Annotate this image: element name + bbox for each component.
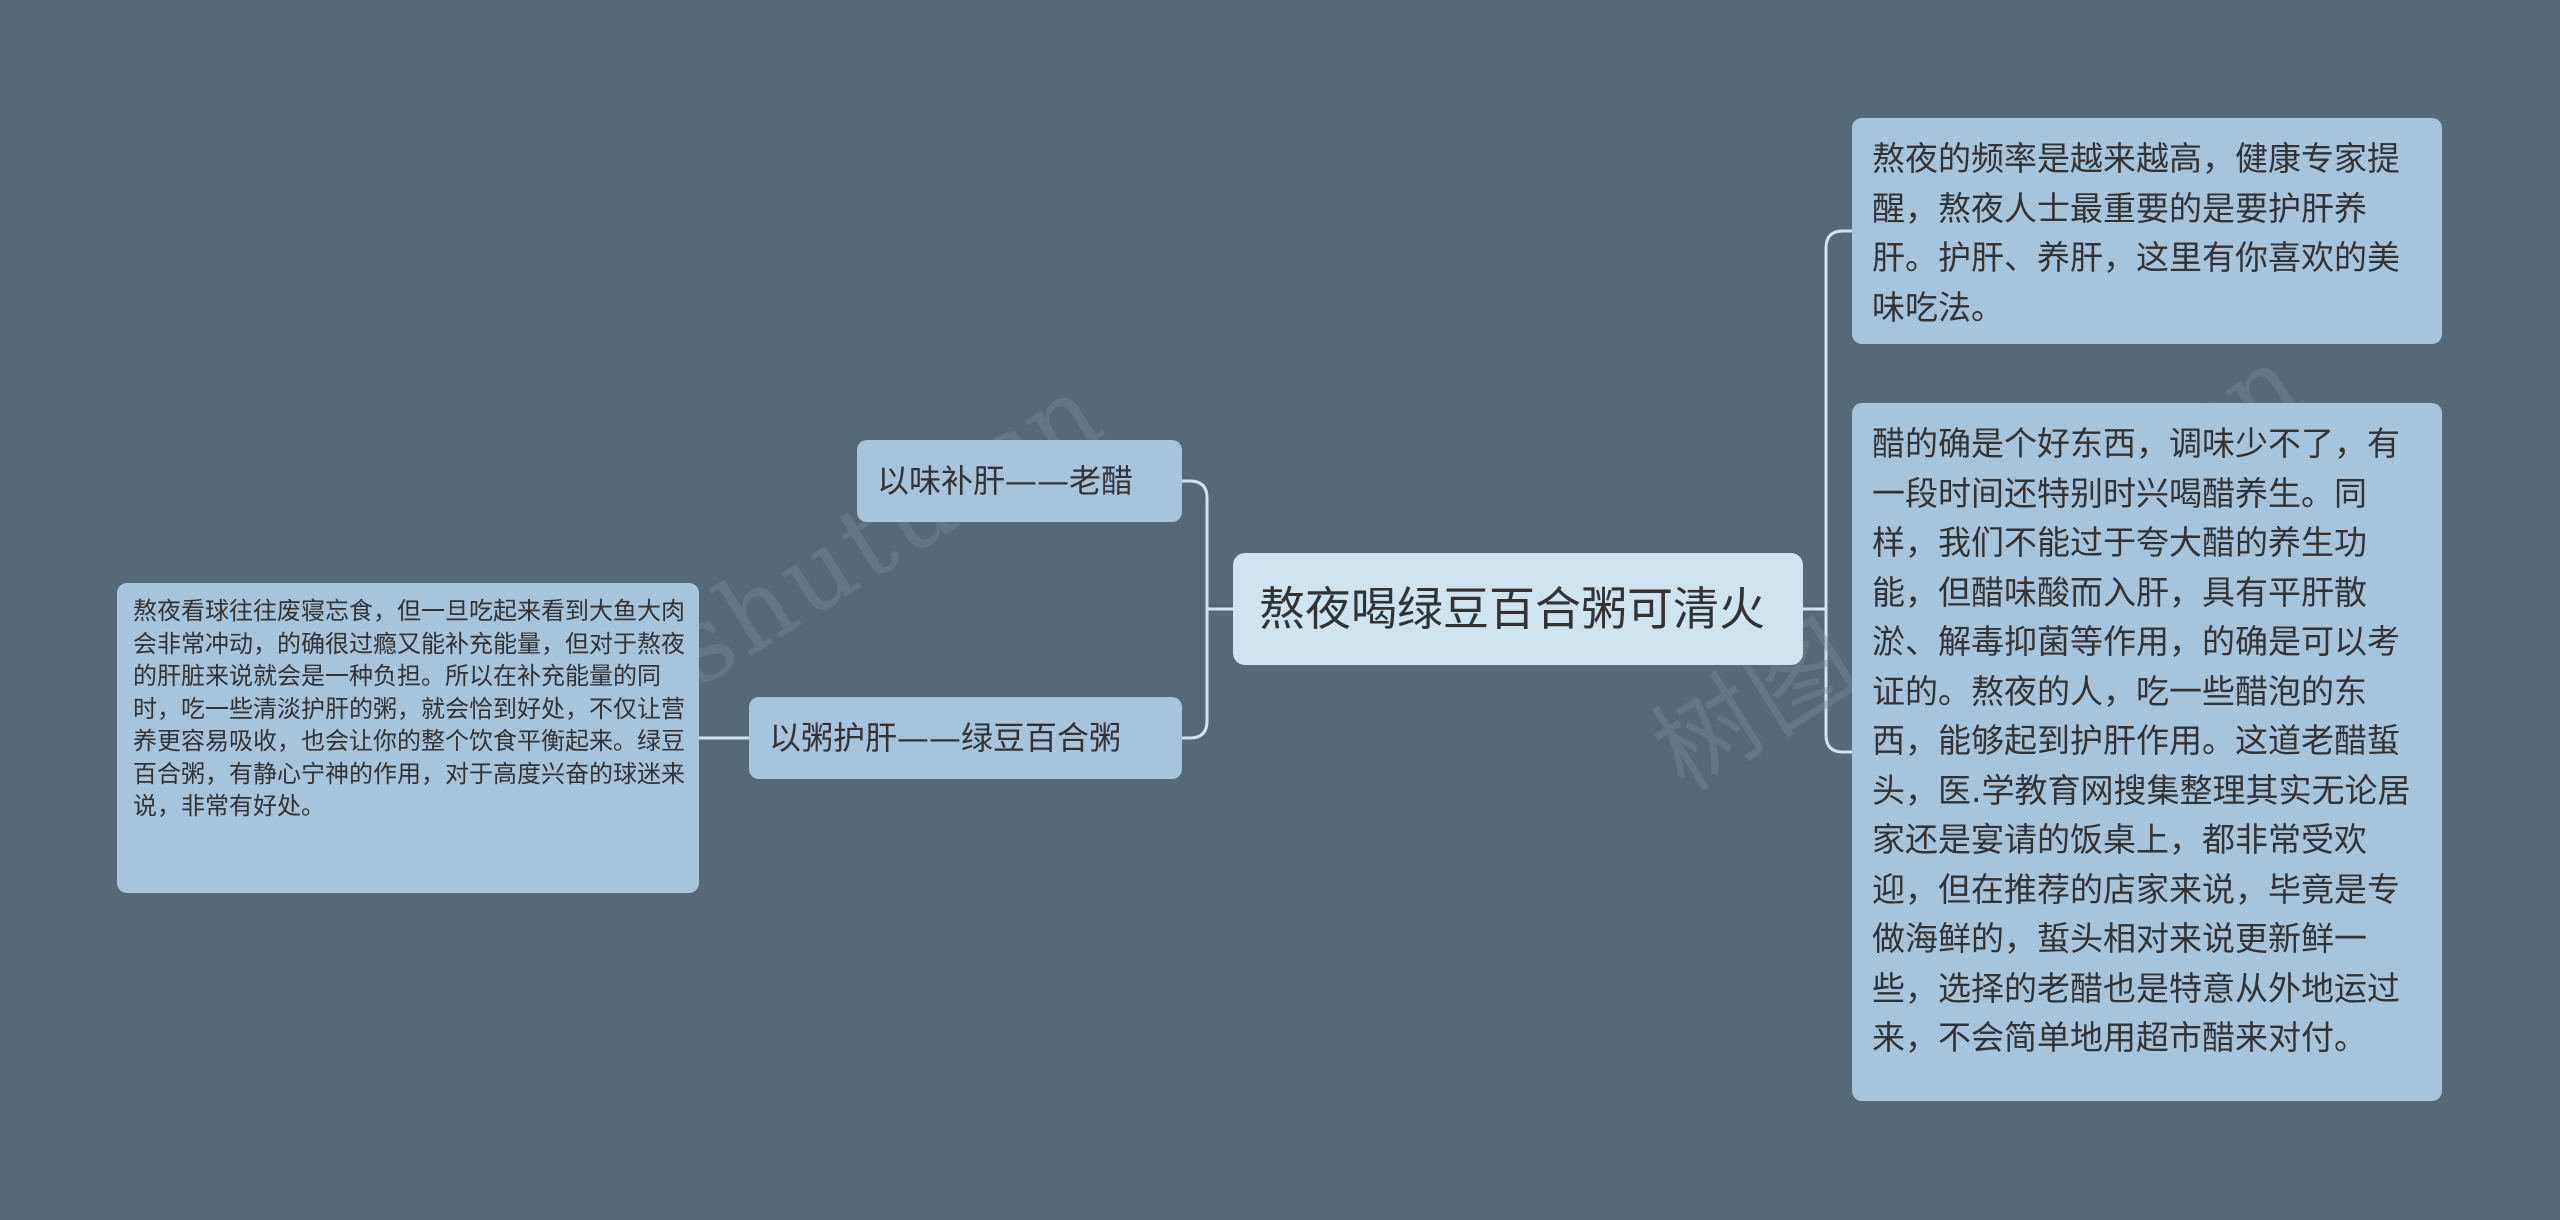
connector-right-fork (1824, 229, 1854, 754)
branch-porridge[interactable]: 以粥护肝——绿豆百合粥 (749, 697, 1182, 779)
leaf-vinegar-detail[interactable]: 醋的确是个好东西，调味少不了，有一段时间还特别时兴喝醋养生。同样，我们不能过于夸… (1852, 403, 2442, 1101)
branch-porridge-label: 以粥护肝——绿豆百合粥 (769, 719, 1122, 757)
branch-vinegar[interactable]: 以味补肝——老醋 (857, 440, 1182, 522)
root-topic[interactable]: 熬夜喝绿豆百合粥可清火 (1233, 553, 1803, 665)
connector-left-fork (1180, 479, 1209, 740)
leaf-intro[interactable]: 熬夜的频率是越来越高，健康专家提醒，熬夜人士最重要的是要护肝养肝。护肝、养肝，这… (1852, 118, 2442, 344)
branch-vinegar-label: 以味补肝——老醋 (877, 462, 1134, 500)
leaf-intro-text: 熬夜的频率是越来越高，健康专家提醒，熬夜人士最重要的是要护肝养肝。护肝、养肝，这… (1872, 139, 2400, 327)
leaf-porridge-text: 熬夜看球往往废寝忘食，但一旦吃起来看到大鱼大肉会非常冲动，的确很过瘾又能补充能量… (133, 597, 685, 820)
leaf-vinegar-text: 醋的确是个好东西，调味少不了，有一段时间还特别时兴喝醋养生。同样，我们不能过于夸… (1872, 424, 2411, 1057)
leaf-porridge-detail[interactable]: 熬夜看球往往废寝忘食，但一旦吃起来看到大鱼大肉会非常冲动，的确很过瘾又能补充能量… (117, 583, 699, 893)
root-topic-label: 熬夜喝绿豆百合粥可清火 (1259, 582, 1765, 636)
